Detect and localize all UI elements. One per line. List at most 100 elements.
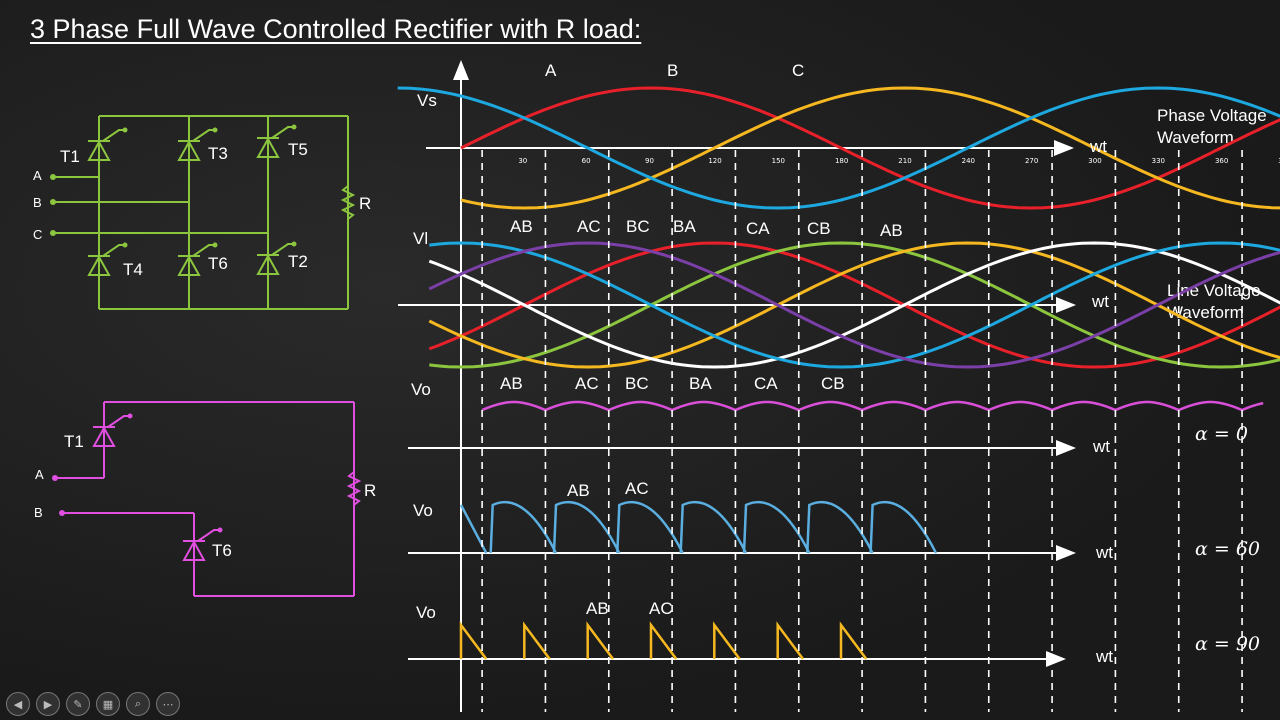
tick-label: 240 [962, 157, 975, 165]
tick-label: 330 [1152, 157, 1165, 165]
out90-x-label: wt [1095, 647, 1113, 666]
conducting-label-t6: T6 [212, 541, 232, 560]
line-name-ac: AC [577, 217, 601, 236]
thyristor-t4-gate-dot [122, 242, 128, 248]
thyristor-t3-gate-dot [212, 127, 218, 133]
out0-name-ba: BA [689, 374, 712, 393]
out90-name-ab: AB [586, 599, 609, 618]
input-label-a: A [33, 168, 42, 183]
load-label-r: R [359, 194, 371, 213]
line-curve-ab [428, 241, 1280, 369]
conducting-thyristor-t6 [182, 527, 223, 561]
thyristor-t1-body [87, 139, 111, 161]
thyristor-t4-body [87, 254, 111, 276]
alpha-0-label: α = 0 [1195, 423, 1248, 445]
out60-x-label: wt [1095, 543, 1113, 562]
thyristor-label-t1: T1 [60, 147, 80, 166]
slides-icon[interactable]: ▦ [96, 692, 120, 716]
conducting-circuit [55, 401, 362, 597]
tick-label: 180 [835, 157, 848, 165]
line-x-label: wt [1091, 292, 1109, 311]
conducting-thyristor-t1-body [92, 425, 116, 447]
phase-c-curve [397, 86, 1280, 210]
out0-name-cb: CB [821, 374, 845, 393]
angle-tick-labels: 3060901201501802102402703003303603904204… [518, 157, 1280, 165]
phase-name-b: B [667, 61, 678, 80]
line-y-label: Vl [413, 229, 428, 248]
tick-label: 210 [898, 157, 911, 165]
tick-label: 270 [1025, 157, 1038, 165]
phase-b-curve [460, 86, 1280, 210]
out90-name-ac: AC [649, 599, 673, 618]
thyristor-t3-gate [192, 129, 215, 142]
line-curve-bc [428, 241, 1280, 369]
conducting-thyristor-t1-gate-dot [127, 413, 133, 419]
thyristor-t5-body [256, 136, 280, 158]
output-voltage-curves [459, 400, 1264, 660]
conducting-input-a: A [35, 467, 44, 482]
thyristor-t3-body [177, 139, 201, 161]
conducting-thyristor-t6-gate [197, 529, 220, 542]
tick-label: 60 [582, 157, 591, 165]
phase-y-label: Vs [417, 91, 437, 110]
thyristor-t1-gate [102, 129, 125, 142]
thyristor-t6-body [177, 254, 201, 276]
thyristor-t3 [177, 127, 218, 161]
tick-label: 120 [708, 157, 721, 165]
bridge-input-dots [50, 174, 56, 236]
line-voltage-caption: Line Voltage Waveform [1167, 281, 1261, 322]
out0-name-ab: AB [500, 374, 523, 393]
alpha-60-label: α = 60 [1195, 538, 1261, 560]
page-title: 3 Phase Full Wave Controlled Rectifier w… [30, 14, 642, 44]
forward-icon[interactable]: ▶ [36, 692, 60, 716]
back-icon[interactable]: ◀ [6, 692, 30, 716]
line-voltage-curves [428, 241, 1280, 369]
pen-icon[interactable]: ✎ [66, 692, 90, 716]
conducting-load-label: R [364, 481, 376, 500]
zoom-icon[interactable]: ⌕ [126, 692, 150, 716]
line-curve-ca [429, 241, 1280, 369]
line-name-cb: CB [807, 219, 831, 238]
thyristor-t2-body [256, 253, 280, 275]
thyristor-t1 [87, 127, 128, 161]
phase-x-label: wt [1089, 137, 1107, 156]
line-name-ab-2: AB [880, 221, 903, 240]
thyristor-label-t4: T4 [123, 260, 143, 279]
conducting-thyristor-t1 [92, 413, 133, 447]
conducting-input-dots [52, 475, 65, 516]
bridge-circuit [53, 115, 356, 310]
tick-label: 90 [645, 157, 654, 165]
thyristor-t2 [256, 241, 297, 275]
thyristor-t6 [177, 242, 218, 276]
thyristor-t5-gate [271, 126, 294, 139]
line-curve-ba [428, 241, 1280, 369]
out0-name-bc: BC [625, 374, 649, 393]
phase-a-curve [460, 86, 1280, 210]
line-name-ab: AB [510, 217, 533, 236]
conducting-thyristor-t1-gate [107, 415, 130, 428]
slideshow-toolbar: ◀ ▶ ✎ ▦ ⌕ ⋯ [6, 692, 180, 716]
out0-name-ca: CA [754, 374, 778, 393]
out0-name-ac: AC [575, 374, 599, 393]
thyristor-label-t6: T6 [208, 254, 228, 273]
out60-y-label: Vo [413, 501, 433, 520]
phase-voltage-curves [397, 86, 1280, 210]
conducting-thyristor-t6-body [182, 539, 206, 561]
input-label-b: B [33, 195, 42, 210]
phase-voltage-caption: Phase Voltage Waveform [1157, 106, 1267, 147]
thyristor-label-t3: T3 [208, 144, 228, 163]
input-label-c: C [33, 227, 42, 242]
conducting-thyristor-t6-gate-dot [217, 527, 223, 533]
thyristor-label-t5: T5 [288, 140, 308, 159]
thyristor-t5 [256, 124, 297, 158]
conducting-label-t1: T1 [64, 432, 84, 451]
out60-name-ab: AB [567, 481, 590, 500]
thyristor-t1-gate-dot [122, 127, 128, 133]
tick-label: 300 [1088, 157, 1101, 165]
line-name-ca: CA [746, 219, 770, 238]
output-alpha60-curve [459, 500, 938, 554]
out90-y-label: Vo [416, 603, 436, 622]
more-icon[interactable]: ⋯ [156, 692, 180, 716]
alpha-90-label: α = 90 [1195, 633, 1261, 655]
